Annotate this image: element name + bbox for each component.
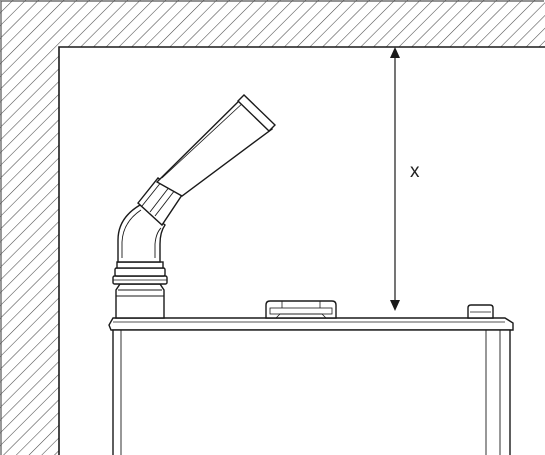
boiler-body xyxy=(108,300,514,455)
flue-elbow xyxy=(117,204,166,263)
flue-adapter xyxy=(112,261,168,319)
flue-extension-pipe xyxy=(137,94,276,227)
dimension-label: x xyxy=(410,161,420,182)
dimension-arrow xyxy=(390,47,400,311)
